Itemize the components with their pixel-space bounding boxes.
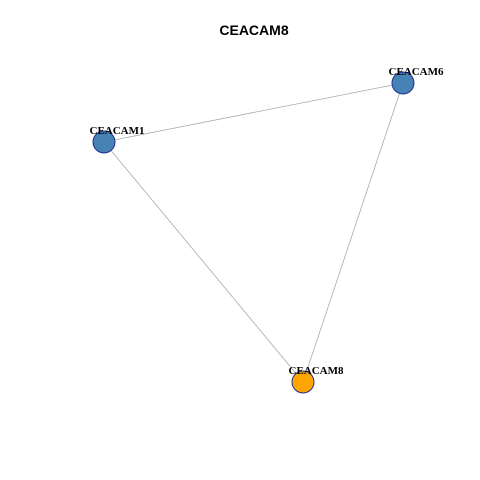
node-ceacam8 bbox=[291, 370, 315, 394]
edge-ceacam1-ceacam8 bbox=[103, 141, 304, 383]
edges-layer bbox=[103, 82, 404, 383]
node-ceacam1 bbox=[92, 130, 116, 154]
node-label-ceacam6: CEACAM6 bbox=[389, 66, 444, 78]
node-label-ceacam1: CEACAM1 bbox=[90, 125, 145, 137]
node-label-ceacam8: CEACAM8 bbox=[289, 365, 344, 377]
edge-ceacam1-ceacam6 bbox=[103, 82, 404, 143]
edge-ceacam6-ceacam8 bbox=[302, 82, 404, 383]
node-ceacam6 bbox=[391, 71, 415, 95]
nodes-layer bbox=[92, 71, 415, 394]
graph-title: CEACAM8 bbox=[219, 22, 288, 38]
